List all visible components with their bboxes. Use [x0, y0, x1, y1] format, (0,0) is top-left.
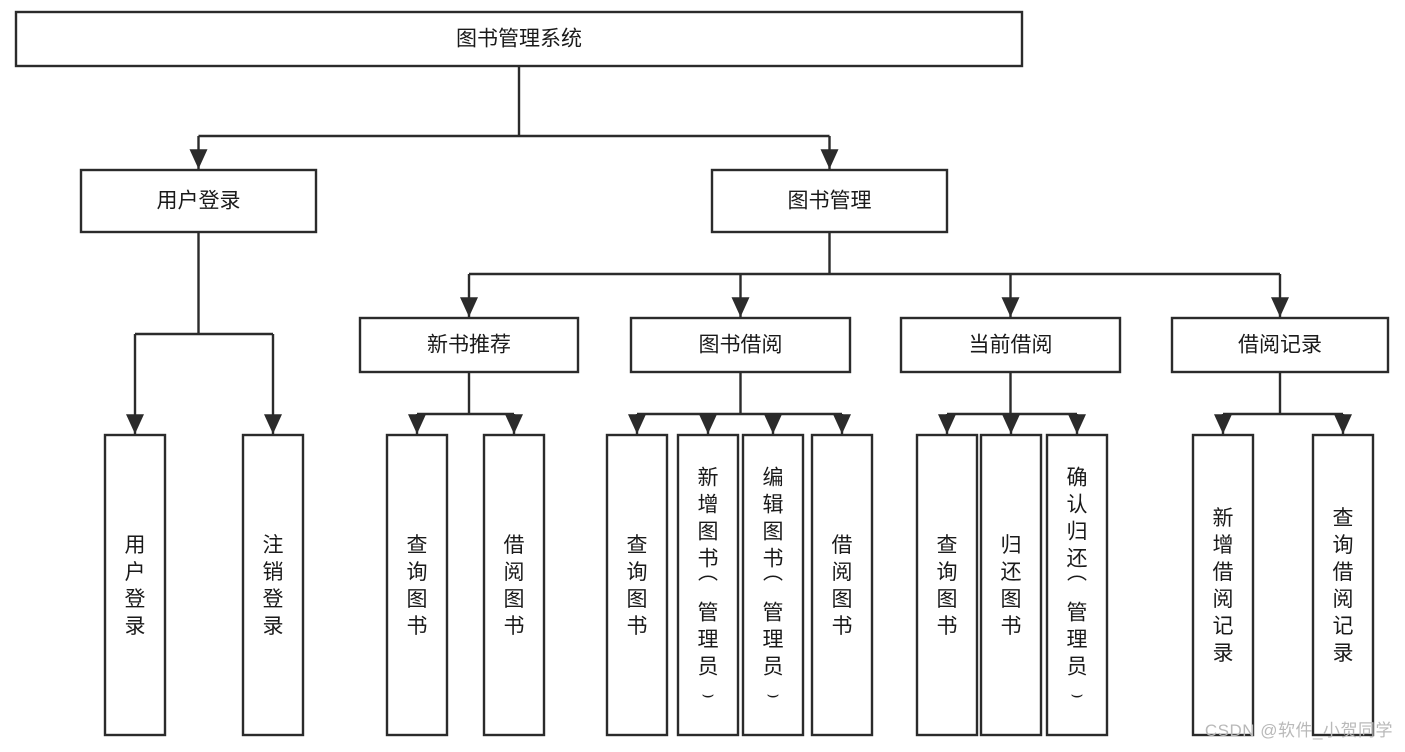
node-box-leaf-query-book-2: [605, 433, 669, 737]
node-label-leaf-return-book: 归还图书: [1001, 534, 1022, 638]
node-box-leaf-user-login: [103, 433, 167, 737]
node-box-current-borrow: [899, 316, 1122, 374]
edge-arrowhead: [1001, 297, 1020, 317]
node-leaf-borrow-book-2[interactable]: 借阅图书: [810, 433, 874, 737]
node-label-leaf-borrow-book-2: 借阅图书: [832, 534, 853, 638]
node-box-leaf-add-book: [676, 433, 740, 737]
node-leaf-return-book[interactable]: 归还图书: [979, 433, 1043, 737]
node-box-leaf-logout: [241, 433, 305, 737]
node-label-leaf-edit-book: 编辑图书⌒管理员⌣: [763, 467, 784, 706]
node-leaf-add-book[interactable]: 新增图书⌒管理员⌣: [676, 433, 740, 737]
edge-arrowhead: [264, 414, 282, 434]
node-label-leaf-borrow-book-1: 借阅图书: [504, 534, 525, 638]
edge-arrowhead: [699, 414, 717, 434]
nodes-layer: 图书管理系统用户登录图书管理新书推荐图书借阅当前借阅借阅记录用户登录注销登录查询…: [14, 10, 1390, 737]
node-new-book-rec[interactable]: 新书推荐: [358, 316, 580, 374]
node-label-leaf-query-book-1: 查询图书: [407, 534, 428, 638]
node-label-leaf-confirm-return: 确认归还⌒管理员⌣: [1067, 467, 1088, 706]
edge-arrowhead: [1002, 414, 1020, 434]
edge-arrowhead: [1271, 297, 1289, 317]
edge-arrowhead: [460, 297, 478, 317]
node-leaf-query-book-3[interactable]: 查询图书: [915, 433, 979, 737]
node-box-book-borrow: [629, 316, 852, 374]
node-book-manage[interactable]: 图书管理: [710, 168, 949, 234]
node-label-borrow-record: 借阅记录: [1238, 334, 1322, 357]
node-box-leaf-query-book-1: [385, 433, 449, 737]
edge-arrowhead: [408, 414, 426, 434]
node-current-borrow[interactable]: 当前借阅: [899, 316, 1122, 374]
node-leaf-confirm-return[interactable]: 确认归还⌒管理员⌣: [1045, 433, 1109, 737]
node-leaf-query-book-2[interactable]: 查询图书: [605, 433, 669, 737]
node-box-book-manage: [710, 168, 949, 234]
node-label-current-borrow: 当前借阅: [969, 334, 1053, 357]
edge-arrowhead: [1068, 414, 1086, 434]
node-label-leaf-add-record: 新增借阅记录: [1213, 507, 1234, 665]
edge-arrowhead: [764, 414, 782, 434]
node-leaf-query-book-1[interactable]: 查询图书: [385, 433, 449, 737]
edges-layer: [126, 66, 1352, 434]
node-box-leaf-confirm-return: [1045, 433, 1109, 737]
node-label-book-borrow: 图书借阅: [699, 334, 783, 357]
node-label-leaf-logout: 注销登录: [263, 534, 284, 638]
node-borrow-record[interactable]: 借阅记录: [1170, 316, 1390, 374]
node-label-leaf-query-record: 查询借阅记录: [1333, 507, 1354, 665]
node-label-user-login: 用户登录: [157, 190, 241, 213]
edge-arrowhead: [938, 414, 956, 434]
node-label-leaf-query-book-3: 查询图书: [937, 534, 958, 638]
watermark-text: CSDN @软件_小贺同学: [1204, 721, 1393, 740]
edge-arrowhead: [126, 414, 144, 434]
node-box-leaf-return-book: [979, 433, 1043, 737]
node-label-new-book-rec: 新书推荐: [427, 334, 511, 357]
node-box-leaf-edit-book: [741, 433, 805, 737]
edge-arrowhead: [189, 149, 208, 169]
edge-arrowhead: [1334, 414, 1352, 434]
edge-arrowhead: [731, 297, 750, 317]
node-box-leaf-query-book-3: [915, 433, 979, 737]
node-box-user-login: [79, 168, 318, 234]
edge-arrowhead: [505, 414, 523, 434]
node-root[interactable]: 图书管理系统: [14, 10, 1024, 68]
node-leaf-user-login[interactable]: 用户登录: [103, 433, 167, 737]
node-leaf-query-record[interactable]: 查询借阅记录: [1311, 433, 1375, 737]
node-box-new-book-rec: [358, 316, 580, 374]
node-label-book-manage: 图书管理: [788, 190, 872, 213]
node-leaf-edit-book[interactable]: 编辑图书⌒管理员⌣: [741, 433, 805, 737]
node-label-leaf-add-book: 新增图书⌒管理员⌣: [698, 467, 719, 706]
node-box-borrow-record: [1170, 316, 1390, 374]
edge-arrowhead: [1214, 414, 1232, 434]
node-label-root: 图书管理系统: [456, 28, 582, 51]
node-leaf-add-record[interactable]: 新增借阅记录: [1191, 433, 1255, 737]
edge-arrowhead: [820, 149, 839, 169]
node-leaf-borrow-book-1[interactable]: 借阅图书: [482, 433, 546, 737]
edge-arrowhead: [833, 414, 851, 434]
node-label-leaf-user-login: 用户登录: [125, 534, 146, 638]
node-leaf-logout[interactable]: 注销登录: [241, 433, 305, 737]
node-box-leaf-query-record: [1311, 433, 1375, 737]
node-box-leaf-borrow-book-2: [810, 433, 874, 737]
node-user-login[interactable]: 用户登录: [79, 168, 318, 234]
node-box-leaf-add-record: [1191, 433, 1255, 737]
node-label-leaf-query-book-2: 查询图书: [627, 534, 648, 638]
node-box-leaf-borrow-book-1: [482, 433, 546, 737]
edge-arrowhead: [628, 414, 646, 434]
node-book-borrow[interactable]: 图书借阅: [629, 316, 852, 374]
node-box-root: [14, 10, 1024, 68]
